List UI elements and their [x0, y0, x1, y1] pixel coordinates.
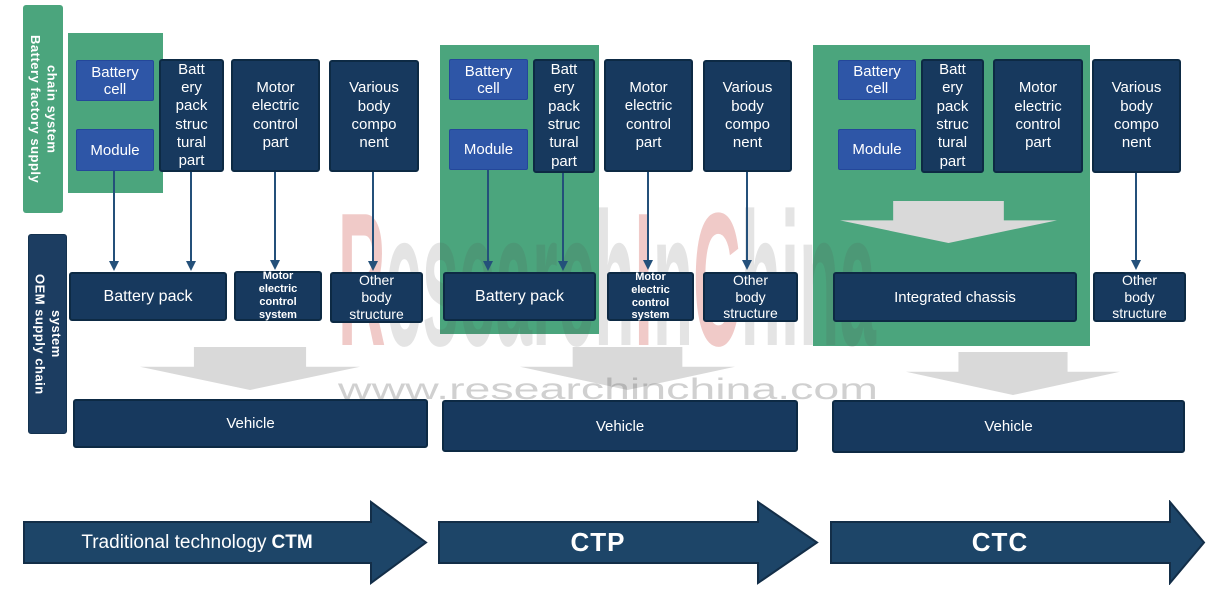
ctm-label-bold: CTM	[271, 531, 313, 553]
connector-arrow	[372, 172, 374, 262]
ctc-motor-part-box: Motor electric control part	[993, 59, 1083, 173]
ctm-motor-system-box: Motor electric control system	[234, 270, 322, 321]
ctc-module-box: Module	[838, 129, 916, 170]
ctp-pack-structural-box: Batt ery pack struc tural part	[533, 59, 595, 173]
ctm-motor-part-box: Motor electric control part	[231, 59, 320, 172]
ctm-module-box: Module	[76, 129, 154, 171]
down-block-arrow-ctm	[140, 347, 360, 390]
connector-arrowhead	[368, 261, 378, 271]
ctp-big-arrow	[438, 500, 819, 585]
ctm-label-prefix: Traditional technology	[81, 531, 267, 553]
connector-arrowhead	[483, 261, 493, 271]
ctc-vehicle-box: Vehicle	[832, 400, 1185, 453]
ctp-motor-system-box: Motor electric control system	[607, 271, 694, 321]
sidebar-battery-factory-label: Battery factory supply chain system	[28, 34, 60, 184]
ctp-vehicle-box: Vehicle	[442, 400, 798, 452]
ctp-battery-cell-box: Battery cell	[449, 59, 528, 100]
ctm-other-body-box: Other body structure	[330, 272, 423, 323]
ctm-pack-structural-box: Batt ery pack struc tural part	[159, 59, 224, 172]
connector-arrow	[487, 170, 489, 262]
ctm-battery-cell-box: Battery cell	[76, 60, 154, 101]
connector-arrowhead	[1131, 260, 1141, 270]
ctm-big-arrow	[23, 500, 428, 585]
ctp-various-body-box: Various body compo nent	[703, 60, 792, 172]
connector-arrow	[190, 172, 192, 262]
ctm-battery-pack-box: Battery pack	[69, 272, 227, 321]
ctm-various-body-box: Various body compo nent	[329, 60, 419, 172]
ctc-big-arrow	[830, 500, 1206, 585]
connector-arrow	[562, 173, 564, 262]
ctp-module-box: Module	[449, 129, 528, 170]
ctc-pack-structural-box: Batt ery pack struc tural part	[921, 59, 984, 173]
ctp-battery-pack-box: Battery pack	[443, 272, 596, 321]
sidebar-oem-bar: OEM supply chain system	[28, 234, 67, 434]
connector-arrow	[1135, 173, 1137, 261]
ctp-big-arrow-label: CTP	[570, 527, 626, 557]
connector-arrowhead	[270, 260, 280, 270]
connector-arrow	[746, 172, 748, 261]
ctc-integrated-chassis-box: Integrated chassis	[833, 272, 1077, 322]
ctc-various-body-box: Various body compo nent	[1092, 59, 1181, 173]
connector-arrow	[647, 172, 649, 261]
connector-arrow	[113, 171, 115, 262]
connector-arrowhead	[643, 260, 653, 270]
connector-arrowhead	[186, 261, 196, 271]
connector-arrow	[274, 172, 276, 261]
ctc-other-body-box: Other body structure	[1093, 272, 1186, 322]
connector-arrowhead	[109, 261, 119, 271]
ctm-vehicle-box: Vehicle	[73, 399, 428, 448]
ctp-other-body-box: Other body structure	[703, 272, 798, 322]
ctc-big-arrow-label: CTC	[971, 527, 1029, 557]
sidebar-oem-label: OEM supply chain system	[32, 273, 64, 395]
connector-arrowhead	[742, 260, 752, 270]
ctc-battery-cell-box: Battery cell	[838, 60, 916, 100]
connector-arrowhead	[558, 261, 568, 271]
down-block-arrow-ctc-outer	[906, 352, 1120, 395]
ctp-motor-part-box: Motor electric control part	[604, 59, 693, 172]
sidebar-battery-factory-bar: Battery factory supply chain system	[23, 5, 63, 213]
